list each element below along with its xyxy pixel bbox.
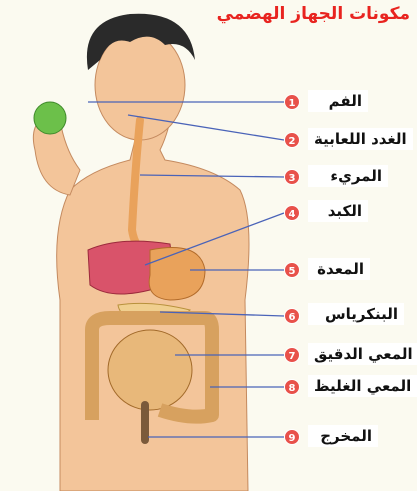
- number-marker-text-6: 6: [289, 312, 296, 323]
- small-intestine: [108, 330, 192, 410]
- label-2: الغدد اللعابية: [308, 128, 413, 150]
- number-marker-text-7: 7: [289, 351, 296, 362]
- number-marker-text-9: 9: [289, 433, 296, 444]
- number-marker-text-8: 8: [289, 383, 296, 394]
- number-marker-text-3: 3: [289, 173, 296, 184]
- number-marker-text-2: 2: [289, 136, 296, 147]
- label-5: المعدة: [308, 258, 370, 280]
- label-3: المريء: [308, 165, 388, 187]
- number-marker-text-4: 4: [289, 209, 296, 220]
- label-6: البنكرياس: [308, 303, 404, 325]
- stomach: [149, 248, 205, 301]
- label-7: المعي الدقيق: [308, 343, 417, 365]
- label-8: المعي الغليظ: [308, 375, 417, 397]
- apple: [34, 102, 66, 134]
- label-1: الفم: [308, 90, 368, 112]
- number-marker-text-5: 5: [289, 266, 296, 277]
- label-4: الكبد: [308, 200, 368, 222]
- number-marker-text-1: 1: [289, 98, 296, 109]
- label-9: المخرج: [308, 425, 378, 447]
- diagram-title: مكونات الجهاز الهضمي: [210, 4, 410, 24]
